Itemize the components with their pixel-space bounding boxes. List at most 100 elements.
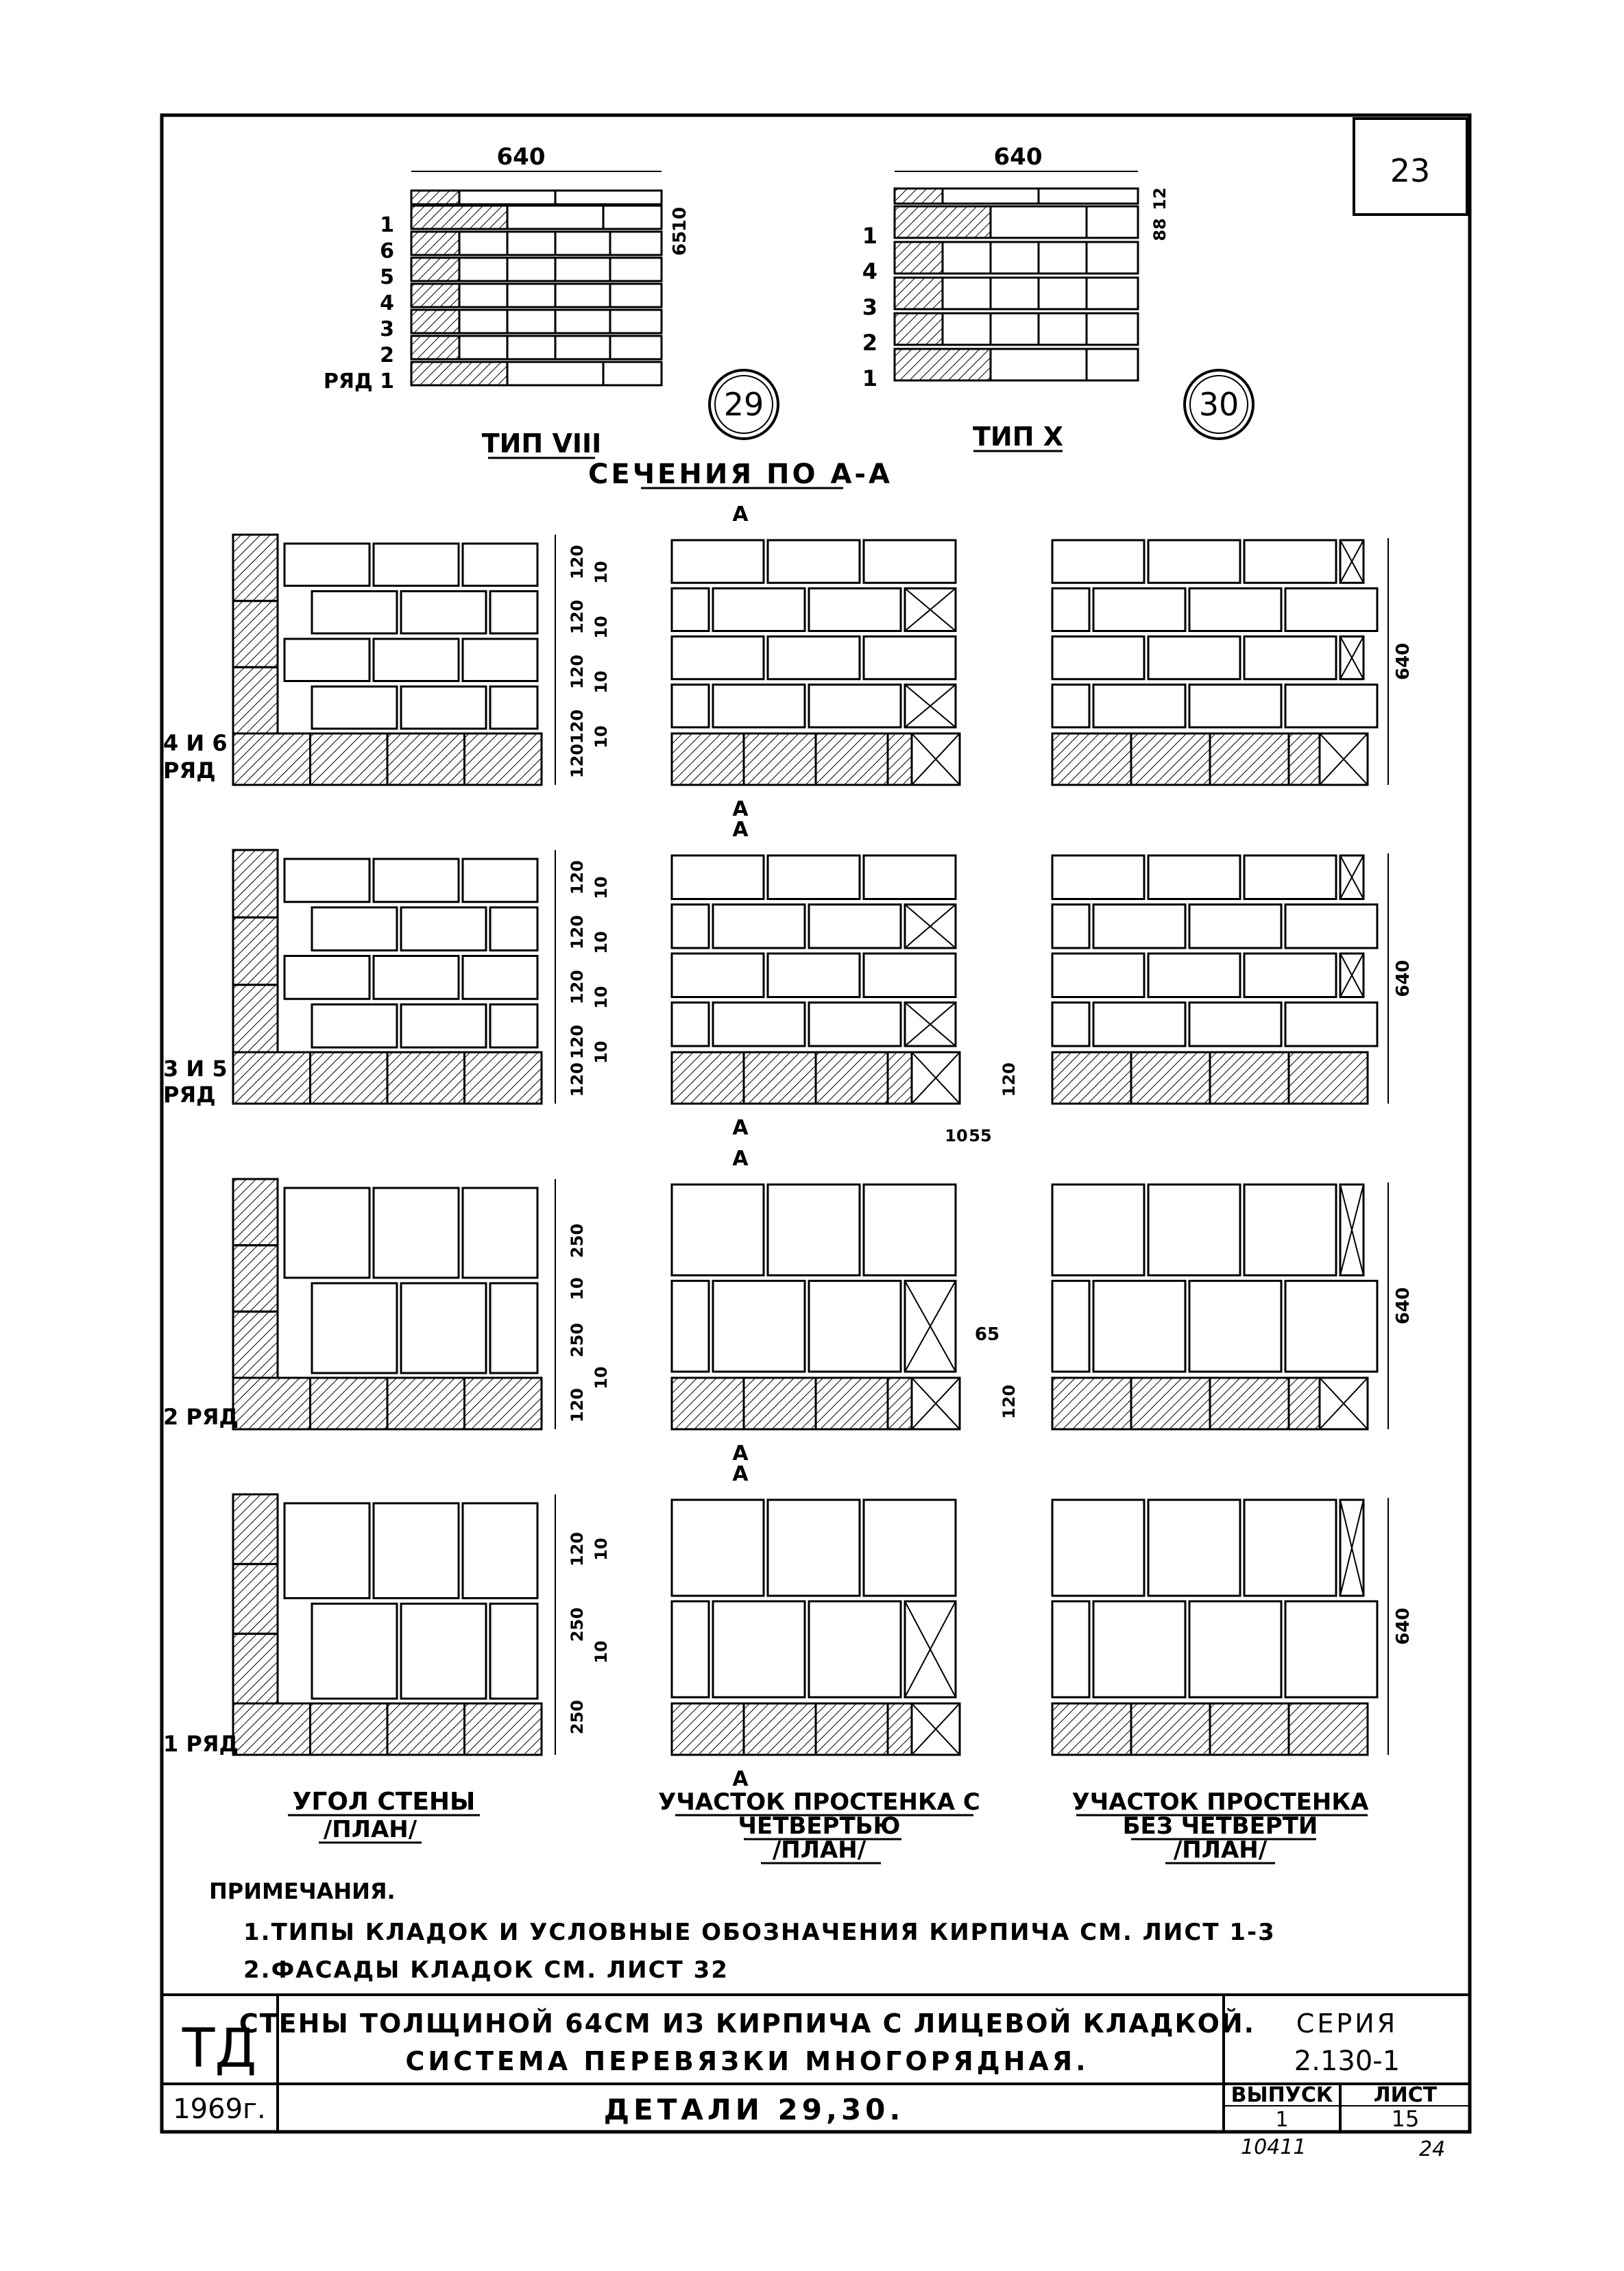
row-label-4-6: 4 И 6 РЯД: [163, 730, 228, 784]
brick: [461, 637, 539, 682]
face-brick: [232, 1563, 279, 1635]
face-brick: [410, 204, 509, 230]
face-brick: [1209, 1376, 1290, 1431]
brick: [372, 1187, 460, 1279]
brick: [808, 587, 902, 632]
brick: [283, 955, 371, 1000]
brick: [1085, 348, 1139, 382]
face-brick: [232, 984, 279, 1054]
brick: [670, 952, 765, 998]
brick: [458, 189, 557, 206]
brick: [808, 683, 902, 729]
brick: [712, 1001, 806, 1047]
brick: [1051, 1183, 1146, 1276]
issue-value: 1: [1275, 2108, 1288, 2132]
brick: [554, 282, 611, 308]
brick: [989, 312, 1040, 346]
brick: [283, 542, 371, 587]
brick: [554, 335, 611, 361]
brick: [1051, 683, 1091, 729]
brick: [489, 906, 539, 951]
dimension-label: 55: [969, 1126, 991, 1145]
brick: [1051, 952, 1146, 998]
sheet-total: 24: [1419, 2137, 1445, 2161]
brick: [506, 204, 605, 230]
face-brick: [1130, 1702, 1211, 1756]
face-brick: [410, 361, 509, 387]
dimension-label: 10: [592, 670, 611, 693]
face-brick: [309, 1051, 389, 1105]
dimension-label: 640: [1393, 1287, 1414, 1324]
dimension-label: 120: [568, 1388, 587, 1422]
brick: [311, 1003, 398, 1049]
brick: [1051, 1001, 1091, 1047]
type-x-caption: ТИП X: [973, 422, 1063, 452]
brick: [670, 1498, 765, 1597]
face-brick: [410, 282, 461, 308]
face-brick: [1287, 1702, 1369, 1756]
brick: [554, 308, 611, 335]
cut-brick-diagonal: [904, 1601, 956, 1698]
brick: [1147, 952, 1241, 998]
dimension-label: 120: [568, 600, 587, 634]
brick: [372, 955, 460, 1000]
brick: [941, 241, 992, 275]
brick: [1284, 587, 1379, 632]
section-title: СЕЧЕНИЯ ПО А-А: [588, 459, 893, 490]
dimension-label: 120: [999, 1385, 1019, 1419]
brick: [862, 1498, 957, 1597]
brick: [766, 1183, 861, 1276]
brick: [400, 1003, 487, 1049]
brick: [311, 1282, 398, 1374]
cut-brick-diagonal: [904, 587, 956, 632]
face-brick: [1209, 1702, 1290, 1756]
row-label-3-5: 3 И 5 РЯД: [163, 1056, 228, 1108]
brick: [766, 635, 861, 681]
cut-brick-diagonal: [1340, 855, 1364, 899]
brick: [1188, 1001, 1283, 1047]
face-brick: [1287, 1051, 1369, 1105]
face-brick: [814, 1376, 889, 1431]
brick: [989, 241, 1040, 275]
page-number: 23: [1390, 152, 1431, 189]
dimension-label: 10: [592, 931, 611, 954]
brick: [506, 335, 557, 361]
face-brick: [814, 1702, 889, 1756]
brick: [458, 282, 509, 308]
row-number: 2: [380, 343, 394, 367]
brick: [1243, 952, 1337, 998]
brick: [400, 1282, 487, 1374]
face-brick: [410, 256, 461, 282]
brick: [1092, 1280, 1187, 1373]
dimension-label: 65: [670, 231, 690, 256]
brick: [1037, 241, 1088, 275]
brick: [1188, 1600, 1283, 1699]
detail-29-marker: 29: [708, 369, 779, 440]
dimension-label: 250: [568, 1700, 587, 1734]
brick: [506, 256, 557, 282]
plan-dimension-labels: 12012012012012010101010640АА120120120120…: [568, 502, 1414, 1791]
brick: [1092, 903, 1187, 949]
face-brick: [463, 732, 543, 786]
title-block: ТД СТЕНЫ ТОЛЩИНОЙ 64СМ ИЗ КИРПИЧА С ЛИЦЕ…: [162, 1993, 1470, 2161]
dimension-label: 250: [568, 1224, 587, 1258]
brick: [1147, 1498, 1241, 1597]
face-brick: [463, 1702, 543, 1756]
face-brick: [309, 1376, 389, 1431]
dimension-label: 10: [592, 1041, 611, 1063]
brick: [670, 1600, 710, 1699]
brick: [1243, 635, 1337, 681]
brick: [283, 858, 371, 903]
brick: [989, 205, 1088, 239]
face-brick: [386, 1376, 465, 1431]
section-mark: А: [732, 502, 749, 526]
sheet-value: 15: [1392, 2106, 1420, 2132]
brick: [1147, 539, 1241, 584]
brick: [670, 854, 765, 900]
dimension-label: 120: [568, 655, 587, 689]
brick: [609, 230, 663, 256]
brick: [1147, 854, 1241, 900]
